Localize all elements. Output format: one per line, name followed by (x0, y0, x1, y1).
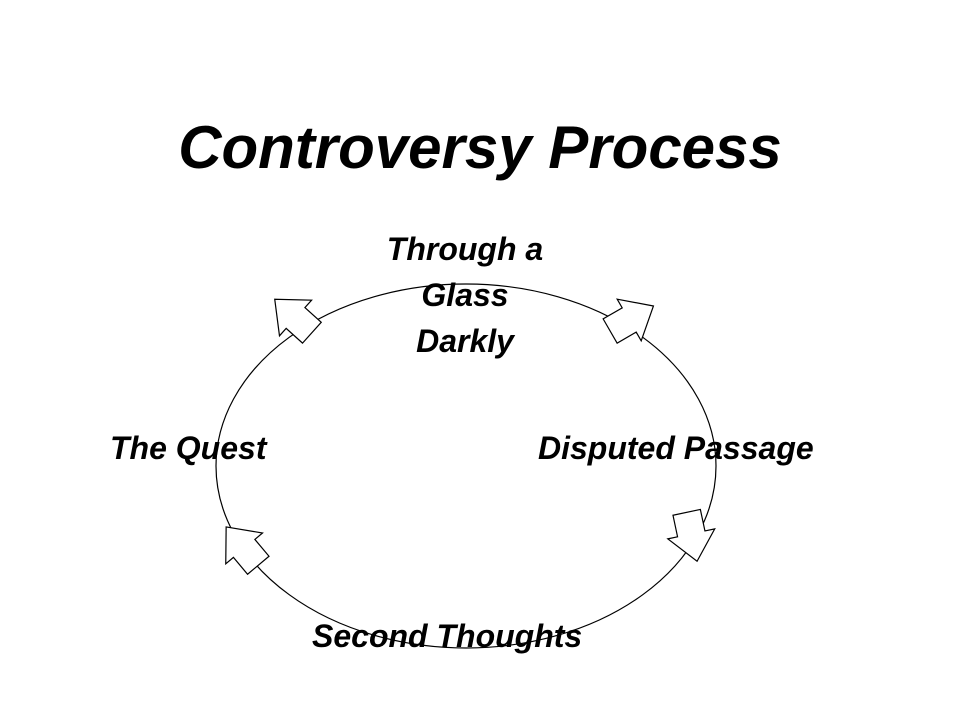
stage-label-left: The Quest (110, 430, 267, 466)
up-left-arrow-icon (225, 526, 270, 576)
stage-label-right: Disputed Passage (538, 430, 814, 466)
stage-top-line-3: Darkly (416, 323, 514, 359)
stage-top-line-1: Through a (386, 231, 544, 267)
down-left-arrow-icon (666, 508, 716, 563)
stage-label-top: Through a Glass Darkly (340, 226, 590, 364)
cycle-ellipse (215, 283, 717, 649)
up-left-arrow-icon (274, 298, 323, 344)
down-right-arrow-icon (602, 298, 655, 344)
stage-label-bottom: Second Thoughts (312, 618, 583, 654)
page-title: Controversy Process (178, 114, 782, 181)
stage-top-line-2: Glass (421, 277, 509, 313)
